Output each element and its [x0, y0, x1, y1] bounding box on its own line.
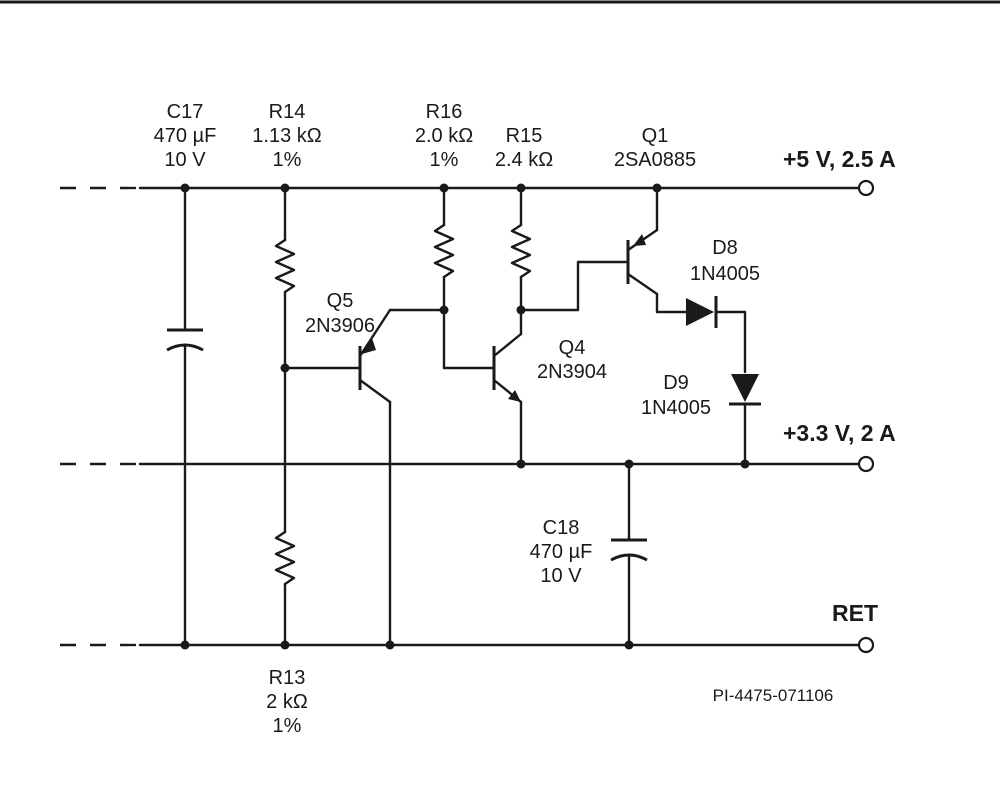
- c17-ref: C17: [167, 101, 204, 123]
- q5-part: 2N3906: [305, 315, 375, 337]
- r15-value: 2.4 kΩ: [495, 149, 553, 171]
- d9-ref: D9: [663, 372, 689, 394]
- capacitor-c17: [166, 186, 204, 647]
- c18-value: 470 µF: [530, 541, 593, 563]
- diode-d8: [686, 296, 747, 374]
- resistor-r14: [274, 186, 296, 534]
- terminal-3v3: [857, 455, 875, 473]
- diode-d9: [729, 374, 761, 466]
- resistor-r16: [433, 186, 496, 370]
- terminal-5v: [857, 179, 875, 197]
- r13-tol: 1%: [273, 715, 302, 737]
- terminal-ret: [857, 636, 875, 654]
- q1-part: 2SA0885: [614, 149, 696, 171]
- capacitor-c18: [610, 462, 648, 647]
- q4-ref: Q4: [559, 337, 586, 359]
- resistor-r13: [274, 530, 296, 647]
- rail-ret-label: RET: [832, 600, 878, 626]
- rail-ret: [60, 636, 875, 654]
- c17-value: 470 µF: [154, 125, 217, 147]
- transistor-q1: [626, 186, 688, 314]
- r14-value: 1.13 kΩ: [252, 125, 321, 147]
- c17-rating: 10 V: [164, 149, 206, 171]
- c18-ref: C18: [543, 517, 580, 539]
- resistor-r15: [510, 186, 630, 312]
- q4-part: 2N3904: [537, 361, 607, 383]
- d9-part: 1N4005: [641, 397, 711, 419]
- d8-part: 1N4005: [690, 263, 760, 285]
- d8-ref: D8: [712, 237, 738, 259]
- r13-value: 2 kΩ: [266, 691, 308, 713]
- transistor-q5: [283, 308, 446, 647]
- rail-5v-label: +5 V, 2.5 A: [783, 146, 896, 172]
- r16-ref: R16: [426, 101, 463, 123]
- c18-rating: 10 V: [540, 565, 582, 587]
- r16-value: 2.0 kΩ: [415, 125, 473, 147]
- rail-3v3-label: +3.3 V, 2 A: [783, 420, 896, 446]
- r15-ref: R15: [506, 125, 543, 147]
- r13-ref: R13: [269, 667, 306, 689]
- r14-ref: R14: [269, 101, 306, 123]
- junction-dots: [180, 183, 750, 650]
- rail-3v3: [60, 455, 875, 473]
- transistor-q4: [492, 308, 523, 466]
- q1-ref: Q1: [642, 125, 669, 147]
- r16-tol: 1%: [430, 149, 459, 171]
- r14-tol: 1%: [273, 149, 302, 171]
- rail-5v: [60, 179, 875, 197]
- q5-ref: Q5: [327, 290, 354, 312]
- figure-code: PI-4475-071106: [713, 686, 834, 705]
